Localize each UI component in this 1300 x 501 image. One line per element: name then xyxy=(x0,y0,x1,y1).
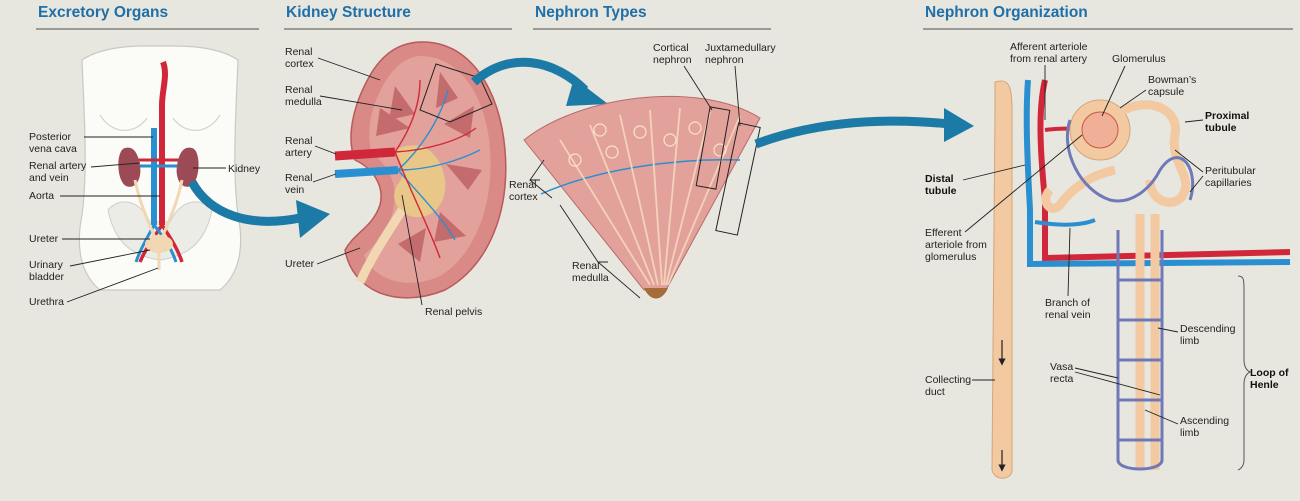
nephron-types-labels: Cortical nephron Juxtamedullary nephron … xyxy=(509,42,776,299)
label-vasa-recta-2: recta xyxy=(1050,373,1074,385)
label-glomerulus: Glomerulus xyxy=(1112,53,1166,65)
arrow-to-nephron-types xyxy=(471,57,589,94)
label-renal-artery-vein-2: and vein xyxy=(29,172,69,184)
label-loop-of-henle-2: Henle xyxy=(1250,379,1279,391)
excretory-labels: Posterior vena cava Renal artery and vei… xyxy=(29,131,261,308)
label-aorta: Aorta xyxy=(29,190,54,202)
label-proximal-tubule-2: tubule xyxy=(1205,122,1237,134)
nephron-wedge xyxy=(523,95,761,299)
title-rule xyxy=(533,28,771,30)
loop-bracket xyxy=(1237,275,1252,471)
label-urinary-bladder-2: bladder xyxy=(29,271,65,283)
collecting-duct-shape xyxy=(991,80,1013,479)
panel-title-nephron-organization: Nephron Organization xyxy=(925,4,1088,21)
label-distal-tubule: Distal xyxy=(925,173,954,185)
label-urethra: Urethra xyxy=(29,296,64,308)
label-efferent-arteriole-2: arteriole from xyxy=(925,239,987,251)
label-renal-artery-vein: Renal artery xyxy=(29,160,87,172)
label-vasa-recta: Vasa xyxy=(1050,361,1073,373)
label-cortical-nephron: Cortical xyxy=(653,42,689,54)
label-descending-limb: Descending xyxy=(1180,323,1236,335)
nephron-org-labels: Afferent arteriole from renal artery Glo… xyxy=(925,41,1289,439)
label-renal-pelvis: Renal pelvis xyxy=(425,306,482,318)
label-posterior-vena-cava: Posterior xyxy=(29,131,72,143)
label-posterior-vena-cava-2: vena cava xyxy=(29,143,77,155)
vasa-recta-mesh xyxy=(1065,119,1195,471)
label-branch-renal-vein: Branch of xyxy=(1045,297,1090,309)
label-cortical-nephron-2: nephron xyxy=(653,54,692,66)
label-renal-cortex-2: cortex xyxy=(285,58,314,70)
label-bowmans-capsule-2: capsule xyxy=(1148,86,1184,98)
label-juxtamedullary-nephron: Juxtamedullary xyxy=(705,42,776,54)
label-urinary-bladder: Urinary xyxy=(29,259,64,271)
label-renal-medulla-wedge-2: medulla xyxy=(572,272,609,284)
label-renal-cortex-wedge-2: cortex xyxy=(509,191,538,203)
panel-title-excretory-organs: Excretory Organs xyxy=(38,4,169,21)
label-ureter-kidney: Ureter xyxy=(285,258,315,270)
label-renal-artery: Renal xyxy=(285,135,312,147)
label-distal-tubule-2: tubule xyxy=(925,185,957,197)
label-ascending-limb-2: limb xyxy=(1180,427,1199,439)
label-ureter: Ureter xyxy=(29,233,59,245)
title-rule xyxy=(36,28,259,30)
label-loop-of-henle: Loop of xyxy=(1250,367,1289,379)
label-renal-artery-2: artery xyxy=(285,147,313,159)
label-renal-medulla: Renal xyxy=(285,84,312,96)
label-ascending-limb: Ascending xyxy=(1180,415,1229,427)
label-bowmans-capsule: Bowman’s xyxy=(1148,74,1196,86)
kidney-labels: Renal cortex Renal medulla Renal artery … xyxy=(285,46,482,318)
label-renal-vein-2: vein xyxy=(285,184,304,196)
glomerulus-tubules xyxy=(1041,99,1191,470)
label-renal-vein: Renal xyxy=(285,172,312,184)
kidneys-small xyxy=(118,147,199,270)
label-branch-renal-vein-2: renal vein xyxy=(1045,309,1091,321)
arrow-to-kidney xyxy=(188,179,301,226)
label-descending-limb-2: limb xyxy=(1180,335,1199,347)
label-renal-cortex-wedge: Renal xyxy=(509,179,536,191)
label-efferent-arteriole-3: glomerulus xyxy=(925,251,976,263)
label-renal-medulla-wedge: Renal xyxy=(572,260,599,272)
label-juxtamedullary-nephron-2: nephron xyxy=(705,54,744,66)
kidney-cross-section xyxy=(334,41,507,299)
label-afferent-arteriole-2: from renal artery xyxy=(1010,53,1088,65)
panel-title-kidney-structure: Kidney Structure xyxy=(286,4,411,21)
label-efferent-arteriole: Efferent xyxy=(925,227,962,239)
label-collecting-duct-2: duct xyxy=(925,386,945,398)
label-peritubular-capillaries-2: capillaries xyxy=(1205,177,1252,189)
label-kidney: Kidney xyxy=(228,163,261,175)
label-afferent-arteriole: Afferent arteriole xyxy=(1010,41,1088,53)
label-proximal-tubule: Proximal xyxy=(1205,110,1249,122)
label-renal-medulla-2: medulla xyxy=(285,96,322,108)
arrow-to-nephron-organization xyxy=(754,116,951,149)
label-renal-cortex: Renal xyxy=(285,46,312,58)
label-peritubular-capillaries: Peritubular xyxy=(1205,165,1256,177)
title-rule xyxy=(284,28,512,30)
label-collecting-duct: Collecting xyxy=(925,374,971,386)
title-rule xyxy=(923,28,1293,30)
panel-title-nephron-types: Nephron Types xyxy=(535,4,647,21)
